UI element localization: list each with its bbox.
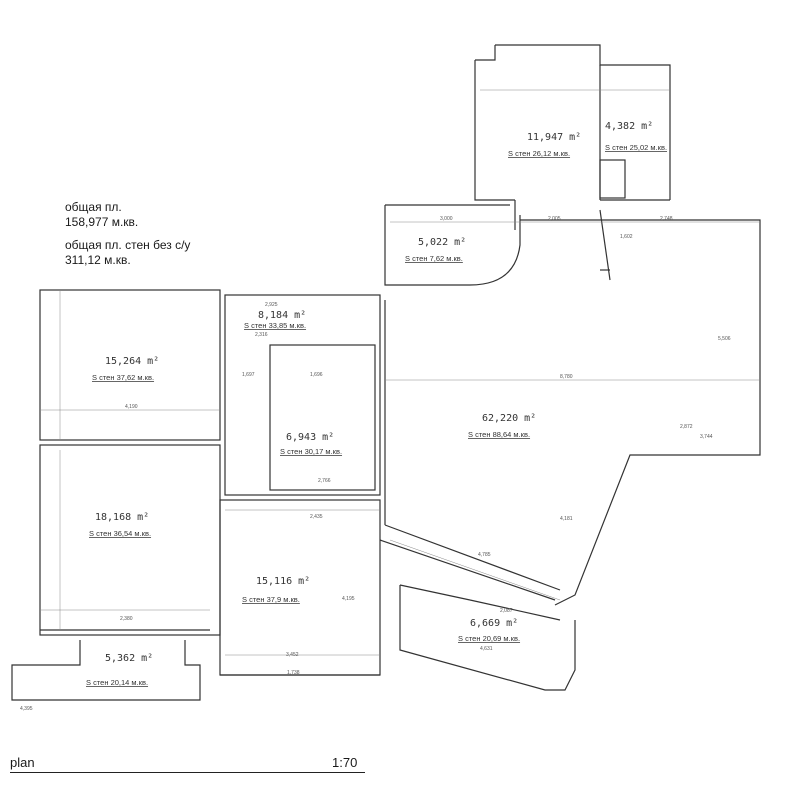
room-11-walls: S стен 20,14 м.кв.: [86, 678, 148, 687]
room-6-area: 6,943 m²: [286, 432, 334, 443]
room-2-area: 4,382 m²: [605, 121, 653, 132]
dim-label: 4,395: [20, 706, 33, 712]
dim-label: 3,452: [286, 652, 299, 658]
dim-label: 3,000: [440, 216, 453, 222]
room-7-walls: S стен 88,64 м.кв.: [468, 430, 530, 439]
dim-label: 1,696: [310, 372, 323, 378]
room-2-walls: S стен 25,02 м.кв.: [605, 143, 667, 152]
dim-label: 2,087: [500, 608, 513, 614]
room-3-walls: S стен 7,62 м.кв.: [405, 254, 463, 263]
room-10-area: 6,669 m²: [470, 618, 518, 629]
dim-label: 2,925: [265, 302, 278, 308]
dim-label: 4,181: [560, 516, 573, 522]
walls: [11, 44, 761, 701]
footer-rule: [10, 772, 365, 773]
dim-label: 2,380: [120, 616, 133, 622]
room-labels: 11,947 m² S стен 26,12 м.кв. 4,382 m² S …: [86, 121, 667, 687]
dim-label: 2,435: [310, 514, 323, 520]
dim-label: 5,506: [718, 336, 731, 342]
dim-label: 2,872: [680, 424, 693, 430]
scale-label: 1:70: [332, 755, 358, 770]
dimension-lines: [40, 89, 760, 656]
room-4-walls: S стен 33,85 м.кв.: [244, 321, 306, 330]
dim-label: 1,697: [242, 372, 255, 378]
dim-label: 1,738: [287, 670, 300, 676]
wall-area-value: 311,12 м.кв.: [65, 253, 131, 267]
dim-label: 4,785: [478, 552, 491, 558]
room-6-walls: S стен 30,17 м.кв.: [280, 447, 342, 456]
dim-label: 2,316: [255, 332, 268, 338]
room-5-walls: S стен 37,62 м.кв.: [92, 373, 154, 382]
room-8-area: 18,168 m²: [95, 512, 149, 523]
total-area-value: 158,977 м.кв.: [65, 215, 139, 229]
plan-label: plan: [10, 755, 35, 770]
dim-label: 4,190: [125, 404, 138, 410]
wall-area-label: общая пл. стен без с/у: [65, 238, 191, 252]
dim-label: 1,602: [620, 234, 633, 240]
floor-plan: 11,947 m² S стен 26,12 м.кв. 4,382 m² S …: [11, 44, 761, 712]
room-5-area: 15,264 m²: [105, 356, 159, 367]
total-area-label: общая пл.: [65, 200, 122, 214]
room-7-area: 62,220 m²: [482, 413, 536, 424]
dim-label: 4,195: [342, 596, 355, 602]
room-10-walls: S стен 20,69 м.кв.: [458, 634, 520, 643]
room-11-area: 5,362 m²: [105, 653, 153, 664]
dimension-labels: 3,000 2,005 2,748 2,925 2,316 4,190 1,69…: [20, 216, 731, 712]
room-4-area: 8,184 m²: [258, 310, 306, 321]
dim-label: 8,780: [560, 374, 573, 380]
area-summary: общая пл. 158,977 м.кв. общая пл. стен б…: [65, 200, 190, 268]
room-8-walls: S стен 36,54 м.кв.: [89, 529, 151, 538]
room-9-walls: S стен 37,9 м.кв.: [242, 595, 300, 604]
room-9-area: 15,116 m²: [256, 576, 310, 587]
dim-label: 3,744: [700, 434, 713, 440]
dim-label: 4,631: [480, 646, 493, 652]
dim-label: 2,005: [548, 216, 561, 222]
dim-label: 2,766: [318, 478, 331, 484]
dim-label: 2,748: [660, 216, 673, 222]
room-1-walls: S стен 26,12 м.кв.: [508, 149, 570, 158]
room-3-area: 5,022 m²: [418, 237, 466, 248]
room-1-area: 11,947 m²: [527, 132, 581, 143]
